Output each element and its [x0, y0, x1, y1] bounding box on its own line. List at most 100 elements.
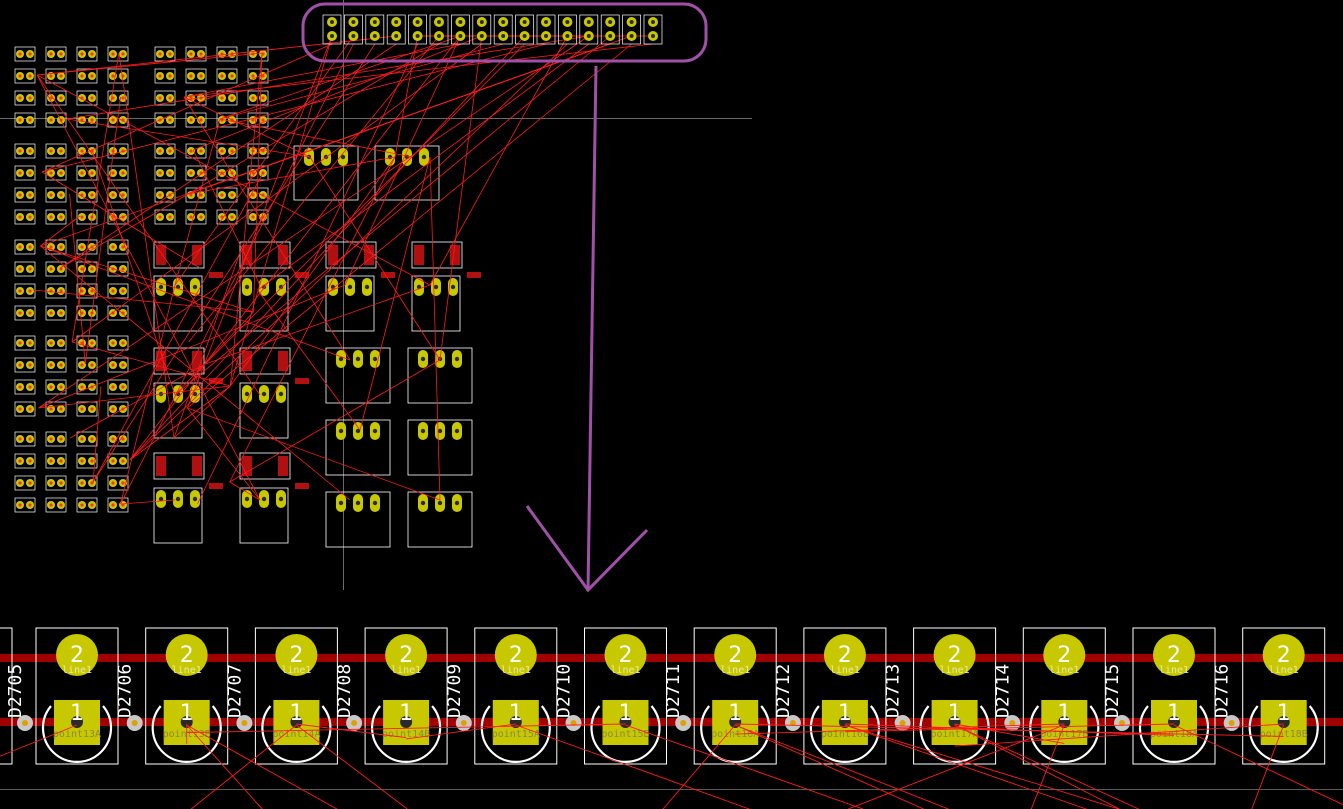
pad-2[interactable] [385, 634, 428, 676]
pad-net-label: point14B [382, 729, 430, 740]
pad-hole [71, 716, 83, 728]
connector-pin[interactable] [515, 14, 534, 45]
footprint-small [154, 68, 176, 84]
pad-hole [180, 716, 193, 728]
footprint-small [216, 209, 238, 225]
connector-pin[interactable] [622, 14, 641, 45]
connector-pin[interactable] [493, 14, 513, 45]
footprint-small [185, 209, 207, 225]
ratsnest-line [173, 385, 231, 439]
connector-pin[interactable] [643, 14, 663, 45]
connector-pin[interactable] [344, 14, 363, 45]
connector-pin[interactable] [472, 14, 492, 45]
footprint-3pin [153, 487, 203, 544]
ratsnest-line [229, 156, 396, 483]
footprint-3pin [239, 487, 289, 544]
connector-pin[interactable] [365, 14, 385, 45]
ratsnest-line [186, 724, 338, 809]
ratsnest-line [844, 723, 1175, 733]
via-hole [1119, 720, 1125, 726]
pad-net-label: point16A [711, 729, 759, 740]
pad-2[interactable] [714, 634, 757, 676]
pad-2[interactable] [56, 634, 98, 676]
pad-net-label: point17A [931, 729, 979, 740]
footprint-small [14, 379, 36, 395]
connector-pin[interactable] [451, 14, 470, 45]
connector-pin[interactable] [558, 14, 577, 45]
ratsnest-line [186, 723, 626, 734]
connector-pin[interactable] [322, 14, 342, 45]
footprint-small [185, 143, 207, 159]
footprint-sot [153, 452, 223, 489]
ratsnest-line [844, 724, 1120, 809]
pad-net-label: line1 [501, 665, 531, 676]
connector-pin[interactable] [386, 14, 406, 45]
connector-row[interactable] [322, 14, 663, 45]
pad-2[interactable] [604, 634, 647, 676]
footprint-small [14, 239, 36, 255]
footprint-small [185, 112, 207, 128]
footprint-small [45, 46, 67, 62]
ratsnest-line [120, 43, 354, 505]
pad-number: 1 [509, 701, 523, 726]
pad-hole [1277, 716, 1290, 728]
footprint-small [14, 453, 36, 469]
pad-2[interactable] [1043, 634, 1086, 676]
pad-2[interactable] [933, 634, 976, 676]
ratsnest-line [848, 724, 1065, 809]
pad-net-label: point13A [53, 729, 101, 740]
footprint-courtyard [584, 627, 667, 765]
pad-2[interactable] [1153, 634, 1195, 676]
footprint-small [45, 379, 67, 395]
footprint-small [14, 143, 36, 159]
connector-pin[interactable] [429, 14, 449, 45]
ratsnest-line [204, 43, 525, 365]
connector-pin[interactable] [600, 14, 620, 45]
footprint-small [14, 475, 36, 491]
pad-net-label: point15B [601, 729, 649, 740]
ratsnest-line [229, 481, 261, 501]
footprint-small [45, 187, 67, 203]
ratsnest-line [229, 35, 333, 387]
silkscreen-arc [700, 705, 771, 764]
connector-pin[interactable] [408, 14, 427, 45]
footprint-courtyard [145, 627, 229, 765]
footprint-small [76, 401, 98, 417]
footprint-courtyard [0, 627, 13, 765]
pad-hole [1168, 716, 1180, 728]
pad-net-label: line1 [830, 665, 860, 676]
ratsnest-line [735, 724, 924, 809]
silkscreen-arc [1138, 705, 1210, 764]
pad-2[interactable] [275, 634, 318, 676]
footprint-small [14, 401, 36, 417]
pad-number: 1 [728, 701, 742, 726]
via-hole [1228, 720, 1235, 726]
footprint-small [14, 90, 36, 106]
ratsnest-line [41, 171, 201, 269]
pad-hole [838, 716, 851, 728]
footprint-small [107, 283, 129, 299]
pad-2[interactable] [823, 634, 866, 676]
pad-2[interactable] [494, 634, 537, 676]
connector-pin[interactable] [536, 14, 556, 45]
ratsnest-line [37, 52, 263, 76]
connector-pin[interactable] [579, 14, 599, 45]
ratsnest-line [844, 723, 1175, 736]
pad-2[interactable] [1262, 634, 1305, 676]
footprint-sot [153, 241, 223, 278]
pad-hole [948, 716, 961, 728]
pad-2[interactable] [165, 634, 208, 676]
pad-hole [729, 716, 742, 728]
reference-designator: D2716 [1212, 664, 1233, 718]
